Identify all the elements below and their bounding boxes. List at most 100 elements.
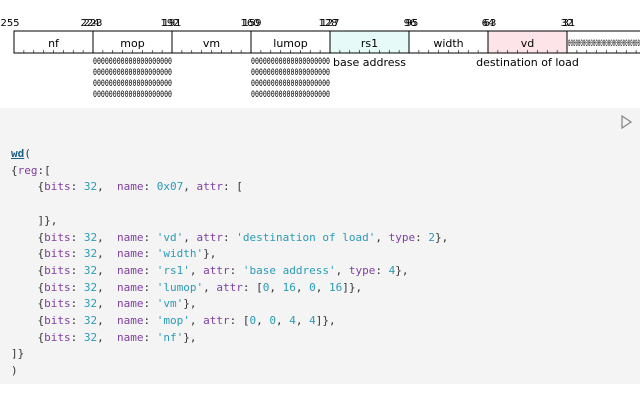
attr-bits-row: 00000000000000000000 xyxy=(251,68,330,78)
code-token: , xyxy=(269,280,283,294)
code-token: }, xyxy=(183,330,197,344)
field-mop: mop xyxy=(92,30,173,54)
code-line: {bits: 32, name: 'rs1', attr: 'base addr… xyxy=(11,264,408,277)
code-token: , xyxy=(97,314,117,328)
code-token: 'width' xyxy=(156,247,204,261)
code-token: , xyxy=(189,263,204,277)
code-line: {bits: 32, name: 0x07, attr: [ xyxy=(11,180,243,194)
bit-index-label: 160 xyxy=(240,18,259,29)
code-token: : xyxy=(229,263,243,277)
code-token: attr xyxy=(216,280,243,294)
bit-index-label: 192 xyxy=(160,18,179,29)
code-token: , xyxy=(203,280,217,294)
code-token: : xyxy=(70,280,84,294)
code-token: 4 xyxy=(309,314,316,328)
bit-index-label: 63 xyxy=(484,18,497,29)
code-token: bits xyxy=(44,330,71,344)
code-token: { xyxy=(11,263,45,277)
code-block[interactable]: wd( {reg:[ {bits: 32, name: 0x07, attr: … xyxy=(11,146,448,380)
code-token: 32 xyxy=(83,247,98,261)
code-token: : xyxy=(143,314,157,328)
code-token: , xyxy=(189,314,204,328)
attr-bits-row: 00000000000000000000 xyxy=(251,57,330,67)
code-line: {bits: 32, name: 'vd', attr: 'destinatio… xyxy=(11,231,448,244)
code-token: { xyxy=(11,180,45,194)
code-line: {bits: 32, name: 'width'}, xyxy=(11,247,216,260)
bit-index-label: 191 xyxy=(162,18,181,29)
code-token: { xyxy=(11,247,45,261)
code-token: 0 xyxy=(262,280,270,294)
code-token: name xyxy=(117,314,144,328)
attr-label-rs1: base address xyxy=(333,56,406,69)
attr-bits-row: 00000000000000000000 xyxy=(93,90,172,100)
code-token: 0x07 xyxy=(156,180,184,194)
code-token: 32 xyxy=(83,263,98,277)
code-token: :[ xyxy=(37,163,51,177)
code-token: name xyxy=(117,297,144,311)
bit-index-label: 31 xyxy=(563,18,576,29)
code-line: ]} xyxy=(11,347,24,360)
code-token: : xyxy=(70,263,84,277)
code-token: ) xyxy=(11,364,18,378)
code-token: 'nf' xyxy=(156,330,184,344)
code-token: : xyxy=(143,247,157,261)
code-token: attr xyxy=(196,230,224,244)
code-token: : xyxy=(415,230,429,244)
code-token: 0 xyxy=(269,314,276,328)
code-token: , xyxy=(375,230,389,244)
field-attribute-labels: 0000000000000000000000000000000000000000… xyxy=(93,56,579,100)
code-token: , xyxy=(295,280,310,294)
code-token: , xyxy=(97,263,117,277)
code-token: { xyxy=(11,314,45,328)
code-token: , xyxy=(97,180,117,194)
code-token: : xyxy=(70,230,84,244)
code-token: 'mop' xyxy=(156,314,190,328)
code-token: : xyxy=(143,330,157,344)
code-token: : [ xyxy=(223,180,243,194)
code-token: 'destination of load' xyxy=(236,230,376,244)
field-rs1: rs1 xyxy=(329,30,410,54)
code-token: 0 xyxy=(309,280,316,294)
code-token: , xyxy=(183,180,197,194)
attr-bits-row: 00000000000000000000 xyxy=(251,90,330,100)
code-token: , xyxy=(295,314,310,328)
code-token: , xyxy=(276,314,290,328)
code-token: ]}, xyxy=(11,213,58,227)
code-line: {bits: 32, name: 'vm'}, xyxy=(11,297,196,311)
code-token: 32 xyxy=(83,314,98,328)
code-token: }, xyxy=(203,247,217,261)
code-token: 32 xyxy=(83,280,98,294)
code-token: bits xyxy=(44,180,71,194)
code-token: 16 xyxy=(282,280,296,294)
code-token: : xyxy=(143,263,157,277)
code-token: 32 xyxy=(83,297,98,311)
code-token: type xyxy=(348,263,376,277)
code-token: }, xyxy=(434,230,449,244)
field-vm: vm xyxy=(171,30,252,54)
code-line: {reg:[ xyxy=(11,164,51,177)
code-token: ]}, xyxy=(342,280,363,294)
bit-index-label: 223 xyxy=(83,18,102,29)
code-token: { xyxy=(11,280,45,294)
code-token: 32 xyxy=(83,180,98,194)
code-token: name xyxy=(117,180,144,194)
play-icon[interactable] xyxy=(620,114,633,133)
bit-index-label: 32 xyxy=(561,18,574,29)
code-token: bits xyxy=(44,263,71,277)
code-token: 'lumop' xyxy=(156,280,204,294)
field-name-label: vd xyxy=(521,37,535,50)
code-token: , xyxy=(97,230,117,244)
field-lumop: lumop xyxy=(250,30,331,54)
code-token: : xyxy=(70,314,84,328)
code-token: , xyxy=(335,263,349,277)
attr-bits-row: 00000000000000000000 xyxy=(93,79,172,89)
code-token: attr xyxy=(203,314,230,328)
code-token: attr xyxy=(196,180,224,194)
field-name-label: nf xyxy=(48,37,60,50)
code-token: name xyxy=(117,230,144,244)
code-token: 'base address' xyxy=(242,263,336,277)
field-name-label: width xyxy=(433,37,463,50)
